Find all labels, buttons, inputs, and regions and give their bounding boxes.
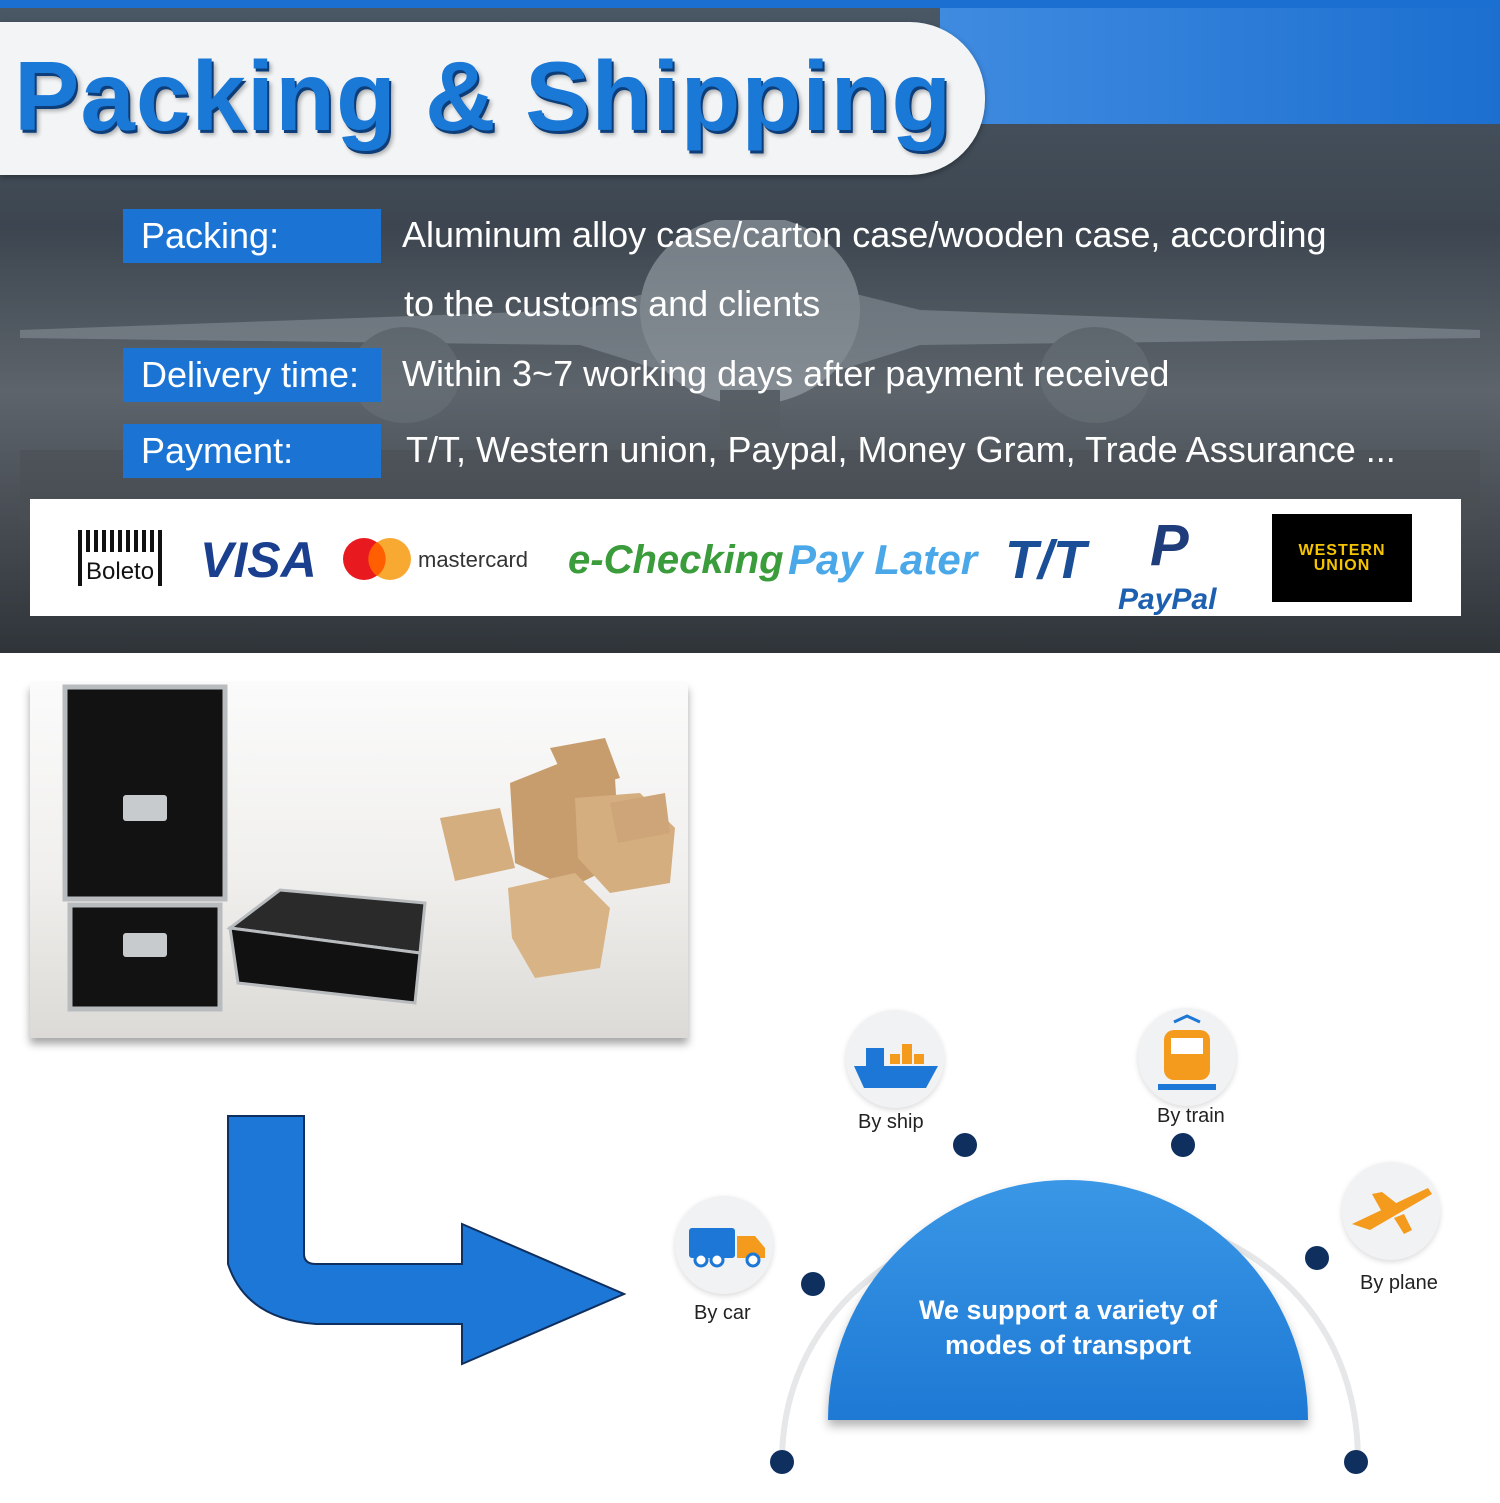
down-right-arrow-icon <box>227 1115 626 1366</box>
wu-line1: WESTERN <box>1298 542 1386 559</box>
by-plane-label: By plane <box>1360 1272 1438 1294</box>
wu-line2: UNION <box>1313 557 1371 574</box>
barcode-icon <box>86 530 155 552</box>
packing-value: Aluminum alloy case/carton case/wooden c… <box>402 214 1327 255</box>
arc-dot <box>1344 1450 1368 1474</box>
packing-shipping-banner: Packing & Shipping Packing: Aluminum all… <box>0 0 1500 653</box>
ship-icon <box>846 1010 944 1108</box>
train-icon <box>1138 1008 1236 1106</box>
mastercard-logo: mastercard <box>418 547 529 572</box>
western-union-logo: WESTERN UNION <box>1272 514 1412 602</box>
page-title: Packing & Shipping <box>14 41 953 151</box>
payment-label: Payment: <box>123 424 381 478</box>
truck-icon <box>675 1196 773 1294</box>
cases-and-boxes-illustration <box>62 684 675 1012</box>
title-banner <box>0 22 985 175</box>
tt-logo: T/T <box>1005 530 1086 590</box>
by-train-label: By train <box>1157 1105 1225 1127</box>
boleto-logo: Boleto <box>78 530 163 586</box>
header-blue-band <box>940 8 1500 124</box>
arc-dot <box>1305 1246 1329 1270</box>
packing-cases-photo <box>30 683 688 1038</box>
pay-later-logo: Pay Later <box>788 536 978 583</box>
by-ship-label: By ship <box>858 1111 924 1133</box>
transport-summary-line1: We support a variety of <box>918 1295 1218 1325</box>
packing-value-cont: to the customs and clients <box>404 283 821 324</box>
mastercard-circles-icon <box>343 538 411 580</box>
transport-summary-line2: modes of transport <box>944 1330 1192 1360</box>
arc-dot <box>1171 1133 1195 1157</box>
payment-logos-strip <box>30 499 1461 616</box>
by-car-label: By car <box>694 1302 751 1324</box>
plane-icon <box>1342 1162 1440 1260</box>
arc-dot <box>801 1272 825 1296</box>
boleto-text: Boleto <box>86 558 155 585</box>
paypal-logo: PayPal <box>1118 583 1217 616</box>
packing-label: Packing: <box>123 209 381 263</box>
paypal-mark-icon: P <box>1150 513 1189 578</box>
delivery-time-label: Delivery time: <box>123 348 381 402</box>
payment-value: T/T, Western union, Paypal, Money Gram, … <box>406 429 1396 470</box>
visa-logo: VISA <box>200 532 317 588</box>
top-accent-bar <box>0 0 1500 8</box>
echecking-logo: e-Checking <box>568 537 784 582</box>
arc-dot <box>770 1450 794 1474</box>
delivery-time-value: Within 3~7 working days after payment re… <box>402 353 1170 394</box>
arc-dot <box>953 1133 977 1157</box>
